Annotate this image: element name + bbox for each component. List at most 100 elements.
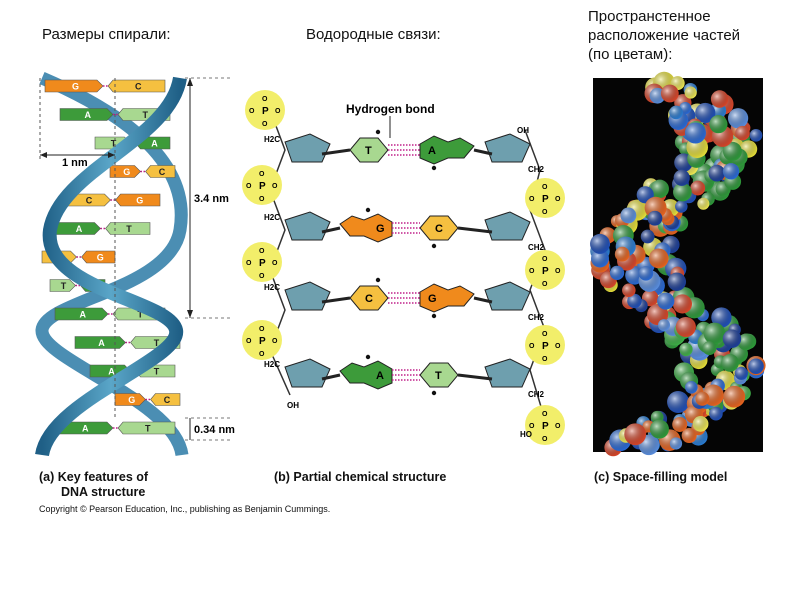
label-h2c: H2C [264, 135, 280, 144]
base-left [74, 336, 126, 349]
caption-a-line2: DNA structure [61, 485, 146, 499]
base-right-letter: T [138, 310, 144, 320]
phosphorus-letter: P [259, 258, 266, 269]
atom-sphere [734, 366, 748, 380]
phosphorus-letter: P [259, 181, 266, 192]
atom-sphere [667, 391, 690, 413]
oxygen-letter: O [542, 331, 548, 338]
atom-sphere [624, 423, 647, 446]
atom-sphere [692, 416, 709, 432]
sugar-right [484, 358, 531, 388]
base-left-ring [339, 213, 393, 243]
base-right-letter: T [126, 224, 132, 234]
label-1nm: 1 nm [62, 157, 88, 169]
base-right [115, 193, 161, 207]
base-left-letter: A [108, 367, 115, 377]
heading-spatial-arrangement: Пространстенное расположение частей (по … [588, 7, 740, 64]
oxygen-letter: O [529, 268, 535, 275]
helix-front-strand [35, 76, 187, 457]
label-34nm: 3.4 nm [194, 193, 229, 205]
base-left-letter: T [61, 281, 67, 291]
atom-sphere [735, 125, 750, 141]
phosphorus-letter: P [259, 336, 266, 347]
base-left-letter: A [376, 370, 384, 382]
panel-c-space-filling-model [590, 71, 766, 457]
phosphorus-letter: P [542, 266, 549, 277]
atom-spheres [590, 71, 766, 457]
atom-sphere [620, 207, 637, 224]
oxygen-letter: O [259, 326, 265, 333]
atom-sphere [640, 229, 655, 244]
base-right-letter: T [435, 370, 442, 382]
atom-sphere [721, 354, 739, 372]
base-right [107, 79, 166, 93]
base-right-letter: C [159, 167, 166, 177]
atom-sphere [690, 180, 706, 196]
base-right [145, 165, 176, 178]
base-right [81, 250, 116, 264]
atom-sphere [609, 265, 625, 280]
base-left-letter: G [376, 223, 385, 235]
atom-sphere [590, 233, 610, 254]
oxygen-letter: O [542, 436, 548, 443]
sugar-left [284, 133, 331, 163]
atom-sphere [669, 437, 683, 450]
base-right-letter: T [145, 424, 151, 434]
base-left-letter: T [111, 139, 117, 149]
base-left-letter: T [365, 145, 372, 157]
atom-sphere [679, 342, 693, 357]
atom-sphere [673, 169, 690, 186]
base-right-letter: T [154, 338, 160, 348]
oxygen-letter: O [275, 108, 281, 115]
heading-spatial-line1: Пространстенное [588, 8, 711, 25]
oxygen-letter: O [555, 343, 561, 350]
oxygen-letter: O [272, 260, 278, 267]
oxygen-letter: O [246, 260, 252, 267]
oxygen-letter: O [542, 281, 548, 288]
atom-sphere [672, 294, 692, 314]
base-left [44, 79, 104, 93]
base-right [105, 222, 151, 235]
heading-spatial-line2: расположение частей [588, 27, 741, 44]
atom-sphere [684, 86, 697, 99]
label-ch2: CH2 [528, 390, 545, 399]
label-ho-bottom: HO [520, 430, 532, 439]
atom-sphere [708, 164, 726, 182]
heading-helix-sizes: Размеры спирали: [42, 26, 171, 43]
sugar-left [284, 281, 331, 311]
atom-sphere [648, 248, 669, 269]
atom-sphere [658, 319, 671, 332]
base-left-letter: C [365, 293, 373, 305]
phosphorus-letter: P [542, 194, 549, 205]
base-right-letter: T [143, 110, 149, 120]
atom-sphere [627, 293, 642, 309]
atom-sphere [673, 182, 692, 202]
atom-sphere [649, 419, 669, 439]
base-right [117, 421, 176, 435]
atom-sphere [684, 122, 706, 144]
base-right-ring [419, 283, 475, 313]
oxygen-letter: O [542, 209, 548, 216]
oxygen-letter: O [246, 338, 252, 345]
sugar-right [484, 281, 531, 311]
label-oh-top: OH [517, 126, 529, 135]
caption-a: (a) Key features of DNA structure [39, 470, 148, 500]
label-h2c: H2C [264, 213, 280, 222]
base-left-letter: A [98, 338, 105, 348]
sugar-right [484, 133, 531, 163]
atom-sphere [695, 102, 716, 124]
base-left-letter: A [80, 310, 87, 320]
atom-sphere [711, 307, 732, 328]
base-right [150, 393, 181, 406]
